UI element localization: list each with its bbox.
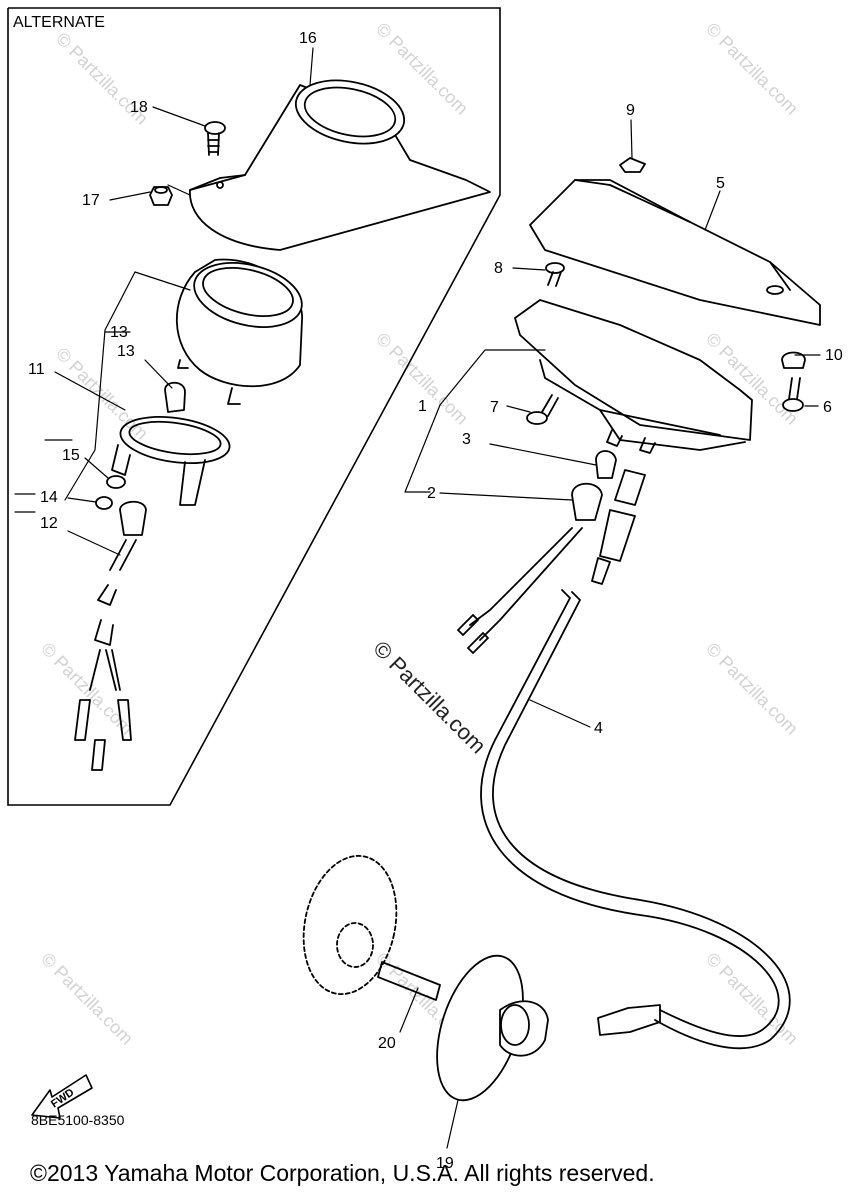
callout-9: 9 bbox=[626, 102, 635, 119]
callout-13b: 13 bbox=[117, 343, 135, 360]
part-code: 8BE5100-8350 bbox=[31, 1112, 125, 1128]
bulb-13 bbox=[164, 381, 186, 413]
callout-15: 15 bbox=[62, 447, 80, 464]
watermark-center: © Partzilla.com bbox=[368, 636, 491, 759]
callouts: 16 18 17 13 13 11 15 14 12 9 5 8 10 6 7 … bbox=[28, 30, 843, 1172]
callout-10: 10 bbox=[825, 347, 843, 364]
callout-18: 18 bbox=[130, 99, 148, 116]
grommet-15 bbox=[106, 475, 126, 489]
screw-18 bbox=[204, 121, 226, 156]
callout-13a: 13 bbox=[110, 324, 128, 341]
callout-7: 7 bbox=[490, 399, 499, 416]
alternate-frame bbox=[7, 7, 501, 806]
watermark: © Partzilla.com bbox=[702, 19, 802, 119]
drive-20 bbox=[377, 961, 441, 1001]
socket-12 bbox=[74, 500, 147, 771]
callout-20: 20 bbox=[378, 1035, 396, 1052]
callout-8: 8 bbox=[494, 260, 503, 277]
callout-11: 11 bbox=[28, 361, 45, 378]
grommet-10 bbox=[781, 351, 806, 369]
fwd-arrow bbox=[31, 1074, 93, 1119]
callout-4: 4 bbox=[594, 720, 603, 737]
watermark: © Partzilla.com bbox=[702, 639, 802, 739]
callout-6: 6 bbox=[823, 399, 832, 416]
screw-7 bbox=[526, 394, 559, 425]
callout-5: 5 bbox=[716, 175, 725, 192]
callout-16: 16 bbox=[299, 30, 317, 47]
callout-17: 17 bbox=[82, 192, 100, 209]
clip-9 bbox=[619, 157, 646, 173]
copyright-footer: ©2013 Yamaha Motor Corporation, U.S.A. A… bbox=[30, 1160, 655, 1186]
screw-8 bbox=[545, 262, 565, 287]
speedometer-cable-4 bbox=[480, 589, 791, 1050]
visor-cowl-16 bbox=[189, 79, 491, 251]
callout-1: 1 bbox=[418, 398, 427, 415]
gauge-body bbox=[175, 258, 303, 405]
callout-19: 19 bbox=[436, 1155, 454, 1172]
watermark: © Partzilla.com bbox=[37, 949, 137, 1049]
nut-17 bbox=[149, 186, 173, 206]
bulb-3 bbox=[595, 450, 617, 479]
socket-2 bbox=[457, 482, 603, 654]
callout-14: 14 bbox=[40, 489, 58, 506]
meter-housing bbox=[514, 299, 753, 454]
callout-2: 2 bbox=[427, 485, 436, 502]
callout-3: 3 bbox=[462, 431, 471, 448]
brake-disc bbox=[302, 854, 398, 996]
cable-connector bbox=[591, 469, 646, 585]
meter-cover-5 bbox=[529, 179, 821, 326]
screw-6 bbox=[782, 377, 804, 412]
alternate-label: ALTERNATE bbox=[13, 14, 105, 31]
bracket-11 bbox=[111, 416, 231, 506]
gear-housing-19 bbox=[436, 954, 549, 1102]
callout-12: 12 bbox=[40, 515, 58, 532]
grommet-14 bbox=[95, 496, 113, 510]
